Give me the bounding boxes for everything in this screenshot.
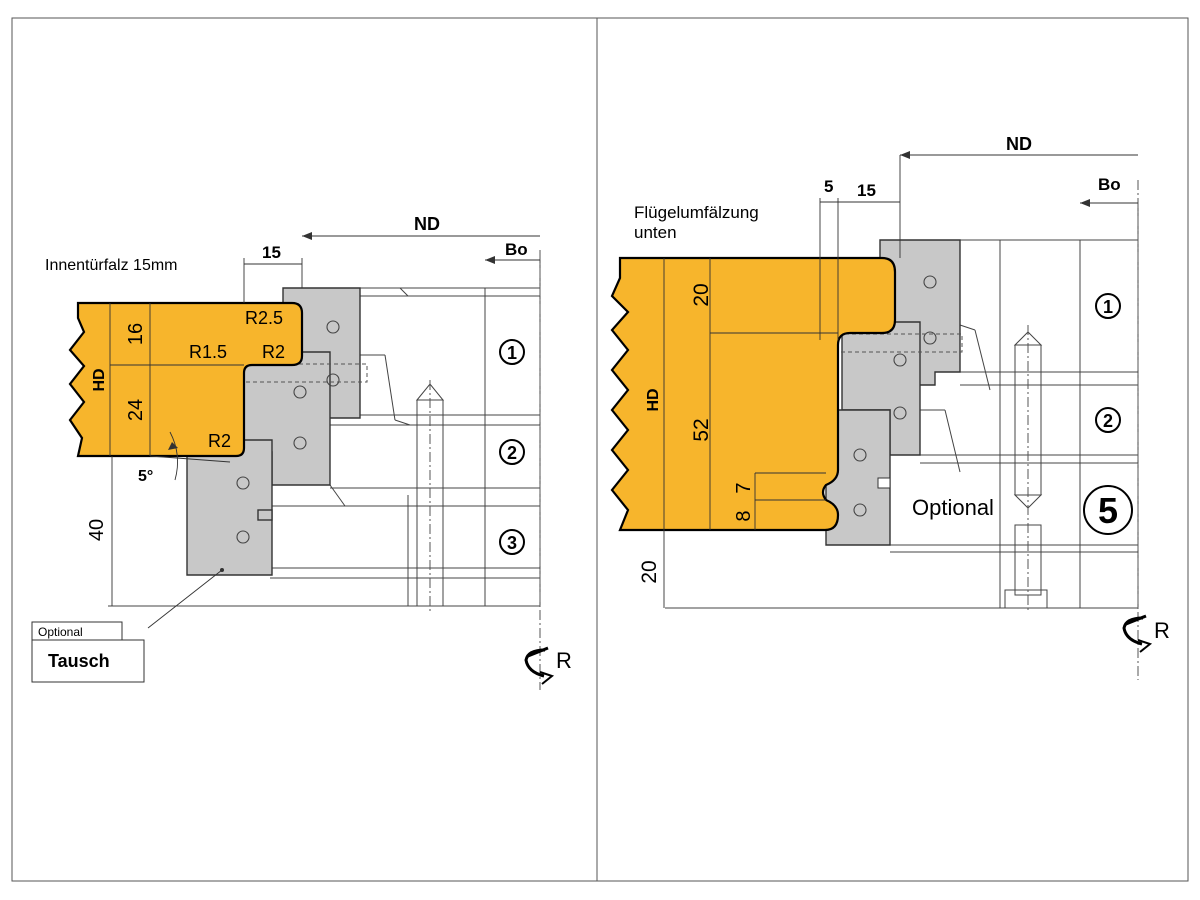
- right-position-1-label: 1: [1103, 297, 1113, 317]
- right-hd-label: HD: [645, 388, 662, 411]
- left-cutter-blade-3: [186, 439, 273, 576]
- right-dim-7: 7: [733, 482, 755, 493]
- right-dimensions: [663, 151, 1138, 608]
- left-dim-24: 24: [125, 399, 147, 421]
- right-position-2-label: 2: [1103, 411, 1113, 431]
- left-dimensions: [111, 232, 540, 606]
- left-rotation-arrow-icon: [524, 646, 555, 685]
- position-marker-3: [499, 529, 525, 555]
- right-title-line1: Flügelumfälzung: [634, 203, 759, 222]
- left-radius-r2-upper: R2: [262, 342, 285, 362]
- left-radius-r2-lower: R2: [208, 431, 231, 451]
- right-rotation-label: R: [1154, 618, 1170, 643]
- left-callout-optional-box: [31, 621, 123, 641]
- right-dim-20-bottom: 20: [638, 560, 661, 583]
- right-position-marker-5: [1083, 485, 1133, 535]
- right-dim-52: 52: [690, 418, 713, 441]
- left-hd-label: HD: [91, 368, 108, 391]
- right-dim-20-top: 20: [690, 283, 713, 306]
- left-callout-box: [31, 639, 145, 683]
- left-radius-r1-5: R1.5: [189, 342, 227, 362]
- left-spindle-outline: [108, 250, 541, 690]
- left-rotation-label: R: [556, 648, 572, 673]
- left-callout-tausch: Tausch: [48, 651, 110, 671]
- right-workpiece: [610, 256, 897, 532]
- left-position-1-label: 1: [507, 343, 517, 363]
- left-position-markers: [499, 339, 525, 555]
- right-spindle-outline: [665, 180, 1139, 680]
- right-dim-bo: Bo: [1098, 175, 1121, 194]
- left-dim-5-degree: 5°: [138, 468, 153, 485]
- left-dim-40: 40: [86, 519, 108, 541]
- left-radius-r2-5: R2.5: [245, 308, 283, 328]
- right-panel: Flügelumfälzung unten 5 15 ND Bo 20 52 7…: [610, 134, 1170, 680]
- right-position-markers: [1083, 293, 1133, 535]
- right-dim-nd: ND: [1006, 134, 1032, 154]
- right-cutter-blades: [809, 239, 963, 546]
- left-dim-16: 16: [125, 323, 147, 345]
- right-position-5-label: 5: [1098, 490, 1118, 531]
- position-marker-1: [499, 339, 525, 365]
- right-dim-8: 8: [733, 510, 755, 521]
- left-position-3-label: 3: [507, 533, 517, 553]
- right-position-marker-1: [1095, 293, 1121, 319]
- left-workpiece: [68, 301, 304, 458]
- left-callout-optional: Optional: [38, 625, 83, 639]
- right-position-marker-2: [1095, 407, 1121, 433]
- right-title-line2: unten: [634, 223, 677, 242]
- sheet-border: [11, 17, 1189, 882]
- right-rotation-arrow-icon: [1122, 614, 1153, 653]
- left-callout-leader: [147, 569, 223, 629]
- left-title: Innentürfalz 15mm: [45, 257, 178, 274]
- right-dim-5: 5: [824, 177, 833, 196]
- left-dim-bo: Bo: [505, 240, 528, 259]
- left-dim-15: 15: [262, 243, 281, 262]
- right-dim-15: 15: [857, 181, 876, 200]
- right-optional-label: Optional: [912, 495, 994, 520]
- left-panel: Innentürfalz 15mm 15 ND Bo R2.5 R1.5 R2 …: [31, 214, 572, 690]
- left-dim-nd: ND: [414, 214, 440, 234]
- left-position-2-label: 2: [507, 443, 517, 463]
- position-marker-2: [499, 439, 525, 465]
